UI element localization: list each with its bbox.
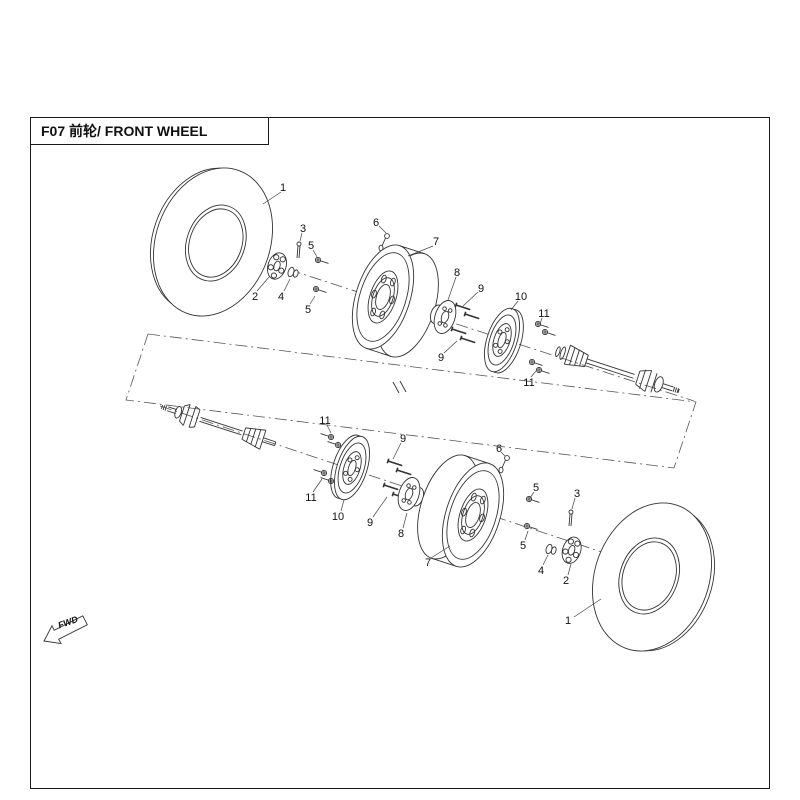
washer-bottom [545,543,557,555]
callout-label: 10 [332,511,344,523]
callout-label: 11 [305,492,316,504]
centerline-top-assembly [246,255,695,402]
bolt-5-bottom-a [525,495,541,506]
callout-label: 6 [373,217,379,229]
callout-label: 1 [280,182,286,194]
bolt-5-top-a [314,256,330,267]
callout-1-top: 1 [262,182,286,205]
wheel-hub-top [429,300,457,334]
bolt-11-top-a [534,320,550,331]
callout-label: 3 [574,488,580,500]
hub-cap-bottom [561,536,582,564]
fwd-arrow: FWD [43,614,88,645]
callout-label: 5 [305,304,311,316]
bolt-11-top-d [535,366,551,377]
bolt-11-bottom-a [319,430,335,441]
wheel-rim-bottom [417,454,505,568]
bolt-11-bottom-c [312,466,328,477]
stud-bottom-a [386,457,404,469]
callout-label: 7 [425,557,431,569]
hub-cap-top [267,252,287,280]
callout-2-top: 2 [252,276,270,303]
callout-1-bottom: 1 [565,598,602,627]
callout-5-top-a: 5 [308,240,318,258]
stud-top-b [463,310,481,322]
callout-11-bottom-a: 11 [319,415,332,434]
callout-label: 2 [563,575,569,587]
callout-label: 9 [478,283,484,295]
callout-label: 4 [278,291,284,303]
callout-label: 11 [319,415,330,427]
callout-10-top: 10 [510,291,527,311]
stud-top-d [459,334,477,346]
callout-11-top-b: 11 [523,370,537,389]
centerline-bottom-assembly [159,405,621,559]
brake-disc-bottom [330,434,370,501]
callout-6-bottom: 6 [496,443,506,457]
callout-2-bottom: 2 [563,563,572,587]
break-marks [392,380,407,394]
diagram-frame [30,117,770,789]
wheel-rim-top [351,244,439,358]
callout-10-bottom: 10 [332,499,345,523]
callout-11-bottom-b: 11 [305,478,323,504]
washer-top [287,266,299,278]
callout-label: 6 [496,443,502,455]
bolt-11-top-b [541,328,557,339]
callout-label: 11 [523,377,534,389]
tire-top [150,167,273,317]
callout-3-top: 3 [299,223,306,242]
wheel-hub-bottom [397,477,425,511]
callout-7-top: 7 [407,236,439,257]
page-title: F07 前轮/ FRONT WHEEL [41,123,208,139]
callout-label: 11 [538,308,549,320]
stud-top-a [454,301,472,313]
callout-8-bottom: 8 [398,512,408,540]
callout-11-top-a: 11 [538,308,550,325]
callout-9-bottom-a: 9 [392,433,406,460]
callout-7-bottom: 7 [425,545,451,569]
callout-3-bottom: 3 [571,488,580,510]
callout-9-top-b: 9 [438,340,458,364]
reference-plane-outline [125,333,697,469]
stud-top-c [450,325,468,337]
callout-label: 1 [565,615,571,627]
drive-shaft-bottom [160,404,277,450]
callout-label: 8 [398,528,404,540]
callout-label: 2 [252,291,258,303]
tire-bottom [592,502,715,652]
callout-label: 4 [538,565,544,577]
callout-label: 9 [400,433,406,445]
callout-label: 3 [300,223,306,235]
callout-9-bottom-b: 9 [367,496,388,529]
callout-5-bottom-a: 5 [529,482,539,499]
drive-shaft-top [555,344,680,394]
bolt-11-bottom-b [326,438,342,449]
callout-8-top: 8 [447,267,460,301]
callout-5-top-b: 5 [305,295,316,316]
stud-bottom-b [395,466,413,478]
callout-6-top: 6 [373,217,387,234]
callout-5-bottom-b: 5 [520,530,529,552]
cotter-pin-top [296,241,302,259]
bolt-5-top-b [312,285,328,296]
callout-label: 5 [308,240,314,252]
callout-label: 9 [367,517,373,529]
callout-label: 10 [515,291,527,303]
callout-label: 5 [533,482,539,494]
callout-4-top: 4 [278,278,291,303]
valve-bottom [498,455,510,474]
callout-label: 8 [454,267,460,279]
callout-label: 9 [438,352,444,364]
callout-4-bottom: 4 [538,554,549,577]
callout-9-top-a: 9 [462,283,484,307]
title-box: F07 前轮/ FRONT WHEEL [30,117,269,145]
callout-label: 5 [520,540,526,552]
callout-label: 7 [433,236,439,248]
bolt-11-top-c [528,358,544,369]
cotter-pin-bottom [568,509,574,527]
fwd-label: FWD [57,614,80,631]
brake-disc-top [484,307,524,374]
